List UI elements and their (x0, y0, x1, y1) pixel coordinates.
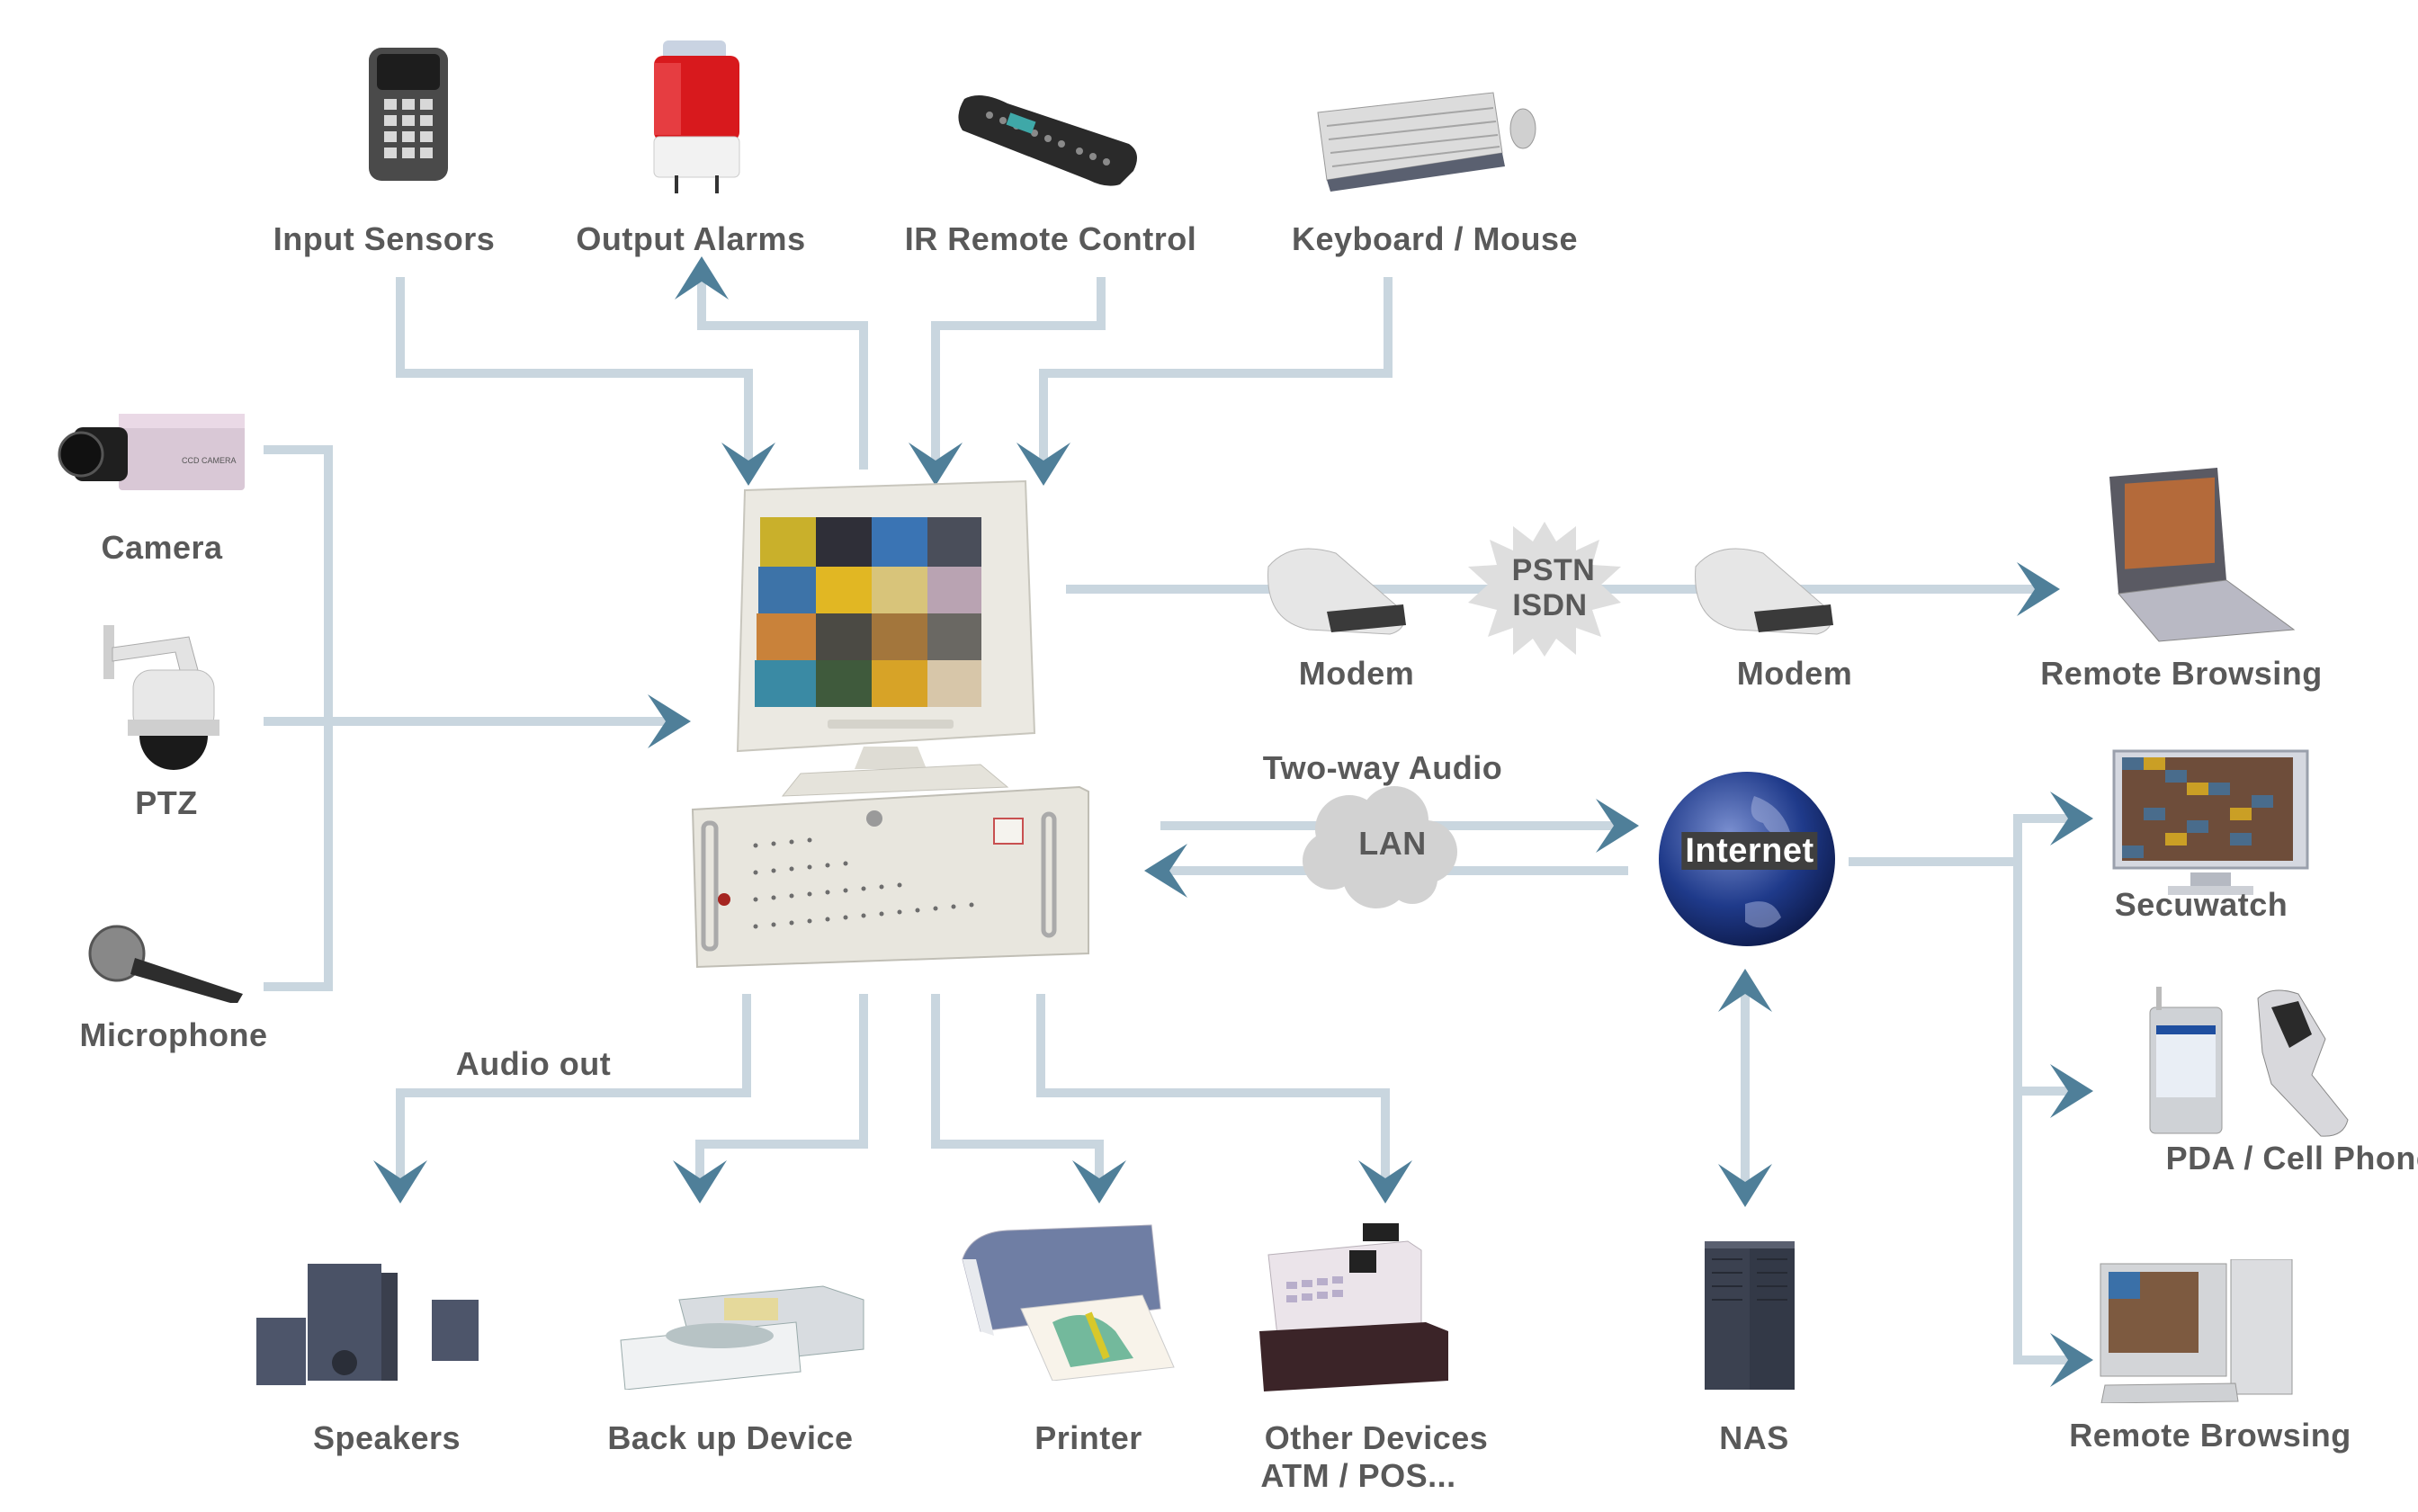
pda-phone-icon (2149, 987, 2349, 1137)
cctv-camera-icon: CCD CAMERA (58, 414, 245, 490)
microphone-icon (88, 925, 243, 1003)
label-lan: LAN (1358, 825, 1427, 862)
dvd-drive-icon (620, 1285, 864, 1390)
keyboard-mouse-icon (1317, 92, 1536, 192)
label-modem-right: Modem (1736, 655, 1853, 692)
label-pda-cell-phone: PDA / Cell Phone (2165, 1140, 2418, 1176)
remote-control-icon (958, 95, 1137, 186)
laptop-icon (2109, 468, 2296, 642)
label-modem-left: Modem (1298, 655, 1415, 692)
label-two-way-audio: Two-way Audio (1262, 749, 1503, 786)
camera-grid (755, 517, 981, 707)
label-ir-remote-control: IR Remote Control (904, 220, 1197, 257)
label-keyboard-mouse: Keyboard / Mouse (1291, 220, 1579, 257)
printer-icon (962, 1224, 1175, 1381)
label-nas: NAS (1719, 1419, 1789, 1456)
label-secuwatch: Secuwatch (2114, 886, 2288, 923)
label-ptz: PTZ (135, 784, 198, 821)
connector-keyboard (1039, 277, 1393, 463)
label-remote-browsing-pc: Remote Browsing (2069, 1417, 2351, 1454)
label-internet: Internet (1681, 832, 1818, 870)
lan-cloud (1303, 786, 1457, 908)
desktop-pc-icon (2100, 1259, 2293, 1403)
modem-right-icon (1695, 548, 1833, 635)
label-audio-out: Audio out (455, 1045, 612, 1082)
label-remote-browsing-laptop: Remote Browsing (2040, 655, 2323, 692)
connector-ir-remote (931, 277, 1106, 463)
pstn-isdn-burst (1468, 522, 1621, 657)
monitor-grid-icon (2112, 749, 2309, 895)
label-printer: Printer (1034, 1419, 1142, 1456)
connector-output-alarms (697, 279, 868, 470)
dvr-server-icon (691, 479, 1089, 969)
label-other-devices: Other Devices (1264, 1419, 1489, 1456)
label-camera: Camera (101, 529, 223, 566)
connector-other (1036, 994, 1390, 1180)
label-input-sensors: Input Sensors (273, 220, 496, 257)
label-pstn: PSTN (1511, 553, 1596, 587)
connector-speakers (396, 994, 751, 1180)
alarm-beacon-icon (653, 40, 740, 193)
label-isdn: ISDN (1512, 588, 1588, 622)
svg-text:CCD CAMERA: CCD CAMERA (182, 456, 237, 465)
keypad-sensor-icon (369, 48, 448, 181)
modem-left-icon (1267, 548, 1406, 635)
label-speakers: Speakers (312, 1419, 461, 1456)
label-backup-device: Back up Device (607, 1419, 854, 1456)
label-atm-pos: ATM / POS... (1260, 1457, 1456, 1494)
cash-register-icon (1259, 1223, 1448, 1391)
connector-printer (931, 994, 1104, 1180)
nas-rack-icon (1705, 1241, 1795, 1390)
connector-backup (695, 994, 868, 1180)
ptz-dome-camera-icon (103, 625, 219, 770)
label-microphone: Microphone (79, 1016, 268, 1053)
label-output-alarms: Output Alarms (576, 220, 806, 257)
connector-input-sensors (396, 277, 753, 463)
speakers-icon (256, 1264, 479, 1385)
